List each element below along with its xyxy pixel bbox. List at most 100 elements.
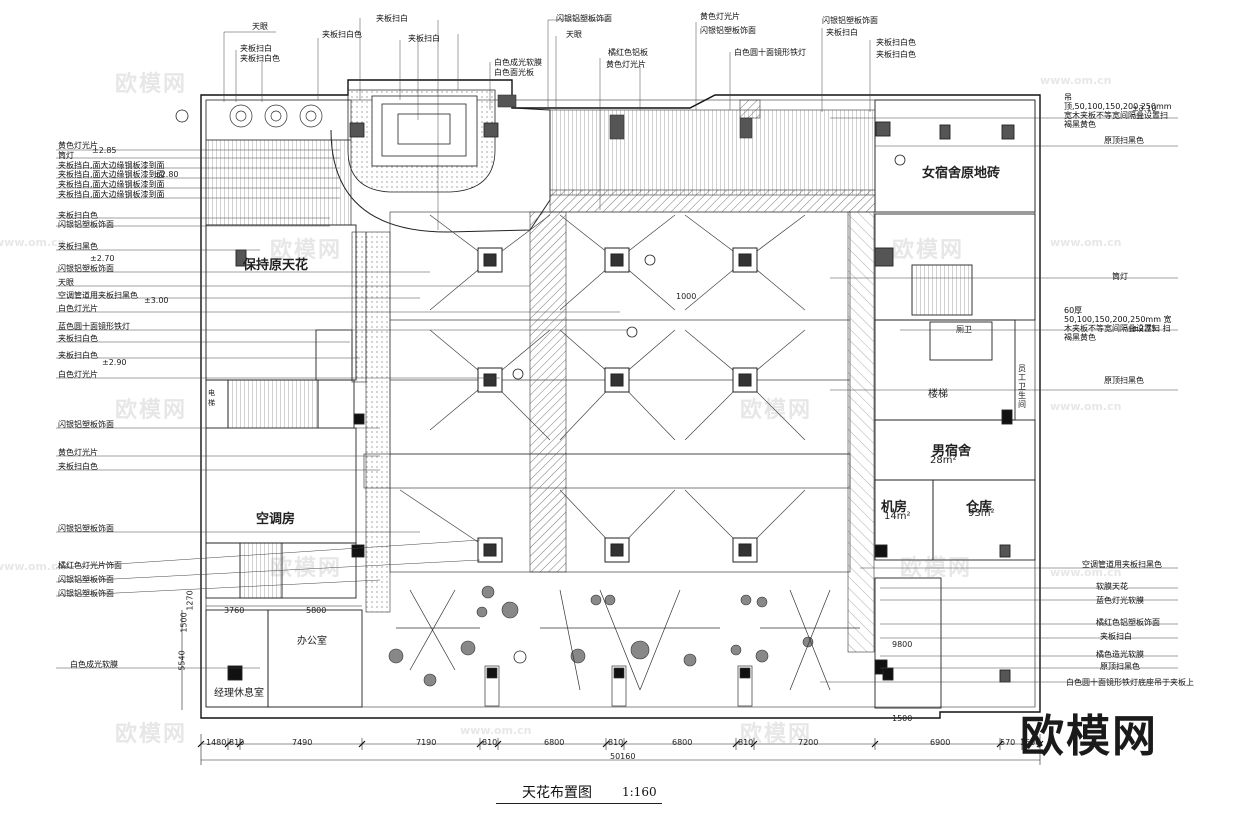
tick-marks xyxy=(197,740,1044,748)
annotation-left: 闪银铝塑板饰面 xyxy=(58,420,114,429)
annotation-left: 闪银铝塑板饰面 xyxy=(58,264,114,273)
watermark-url: www.om.cn xyxy=(1050,236,1122,249)
elevation-mark: ±2.80 xyxy=(154,170,179,179)
elevation-mark: ±2.75 xyxy=(1132,324,1157,333)
watermark: 欧模网 xyxy=(892,238,965,263)
dimension-label: 810 xyxy=(229,738,245,747)
annotation-top: 闪银铝塑板饰面 xyxy=(700,26,756,35)
annotation-right: 橘色造光软膜 xyxy=(1096,650,1144,659)
annotation-top: 夹板扫白色 xyxy=(876,50,916,59)
annotation-top: 夹板扫白色 xyxy=(240,54,280,63)
annotation-top: 夹板扫白 xyxy=(826,28,858,37)
dimension-label: 810 xyxy=(738,738,754,747)
dimension-label: 6800 xyxy=(672,738,693,747)
dimension-label: 7490 xyxy=(292,738,313,747)
watermark-url: www.om.cn xyxy=(460,724,532,737)
right-wing xyxy=(874,99,1036,709)
dimension-label: 5800 xyxy=(306,606,327,615)
watermark: 欧模网 xyxy=(270,556,343,581)
annotation-top: 白色面光板 xyxy=(494,68,534,77)
annotation-right: 夹板扫白 xyxy=(1100,632,1132,641)
annotation-left: 筒灯 xyxy=(58,151,74,160)
annotation-left: 天眼 xyxy=(58,278,74,287)
elevation-mark: ±2.85 xyxy=(92,146,117,155)
annotation-right: 60厚50,100,150,200,250mm 宽木夹板不等宽间隔叠设置扫 扫褐… xyxy=(1064,306,1172,342)
watermark: 欧模网 xyxy=(270,238,343,263)
annotation-right: 原顶扫黑色 xyxy=(1104,136,1144,145)
annotation-top: 黄色灯光片 xyxy=(606,60,646,69)
annotation-left: 夹板扫白色 xyxy=(58,334,98,343)
annotation-left: 夹板扫白色 xyxy=(58,211,98,220)
lobby-rays xyxy=(396,589,860,707)
total-dimension: 50160 xyxy=(610,752,636,761)
annotation-top: 夹板扫白色 xyxy=(322,30,362,39)
watermark: 欧模网 xyxy=(115,722,188,747)
reception-curved-ceiling xyxy=(330,89,551,233)
annotation-right: 白色圆十面镜形铁灯底座吊于夹板上 xyxy=(1066,678,1194,687)
title-underline xyxy=(496,803,662,804)
annotation-top: 天眼 xyxy=(566,30,582,39)
annotation-top: 黄色灯光片 xyxy=(700,12,740,21)
annotation-top: 白色成光软膜 xyxy=(494,58,542,67)
annotation-left: 闪银铝塑板饰面 xyxy=(58,220,114,229)
annotation-left: 白色灯光片 xyxy=(58,370,98,379)
annotation-left: 夹板扫白色 xyxy=(58,462,98,471)
room-area: 28m² xyxy=(930,455,957,466)
brand-logo: 欧模网 xyxy=(1020,711,1158,762)
annotation-left: 闪银铝塑板饰面 xyxy=(58,524,114,533)
annotation-left: 夹板扫白色 xyxy=(58,351,98,360)
room-label: 办公室 xyxy=(297,636,327,647)
annotation-left: 夹板挡白,面大边缘钢板漆到面 xyxy=(58,161,165,170)
watermark-url: www.om.cn xyxy=(0,560,66,573)
annotation-left: 夹板挡白,面大边缘钢板漆到面 xyxy=(58,190,165,199)
room-label: 电梯 xyxy=(208,389,215,407)
dimension-label: 7190 xyxy=(416,738,437,747)
annotation-right: 空调管道用夹板扫黑色 xyxy=(1082,560,1162,569)
room-label: 男宿舍 xyxy=(932,444,972,459)
watermark: 欧模网 xyxy=(900,556,973,581)
annotation-right: 原顶扫黑色 xyxy=(1100,662,1140,671)
square-lights xyxy=(477,247,758,563)
dimension-label: 1480 xyxy=(206,738,227,747)
annotation-left: 橘红色灯光片饰面 xyxy=(58,561,122,570)
annotation-top: 橘红色铝板 xyxy=(608,48,648,57)
top-corridor-slats xyxy=(497,94,876,213)
dimension-label: 1270 xyxy=(185,590,195,611)
annotation-right: 原顶扫黑色 xyxy=(1104,376,1144,385)
elevation-mark: ±2.70 xyxy=(90,254,115,263)
axis-markers xyxy=(175,109,906,664)
annotation-right: 软膜天花 xyxy=(1096,582,1128,591)
annotation-left: 空调管道用夹板扫黑色 xyxy=(58,291,138,300)
dimension-label: 1500 xyxy=(179,612,189,633)
watermark: 欧模网 xyxy=(740,398,813,423)
drawing-title: 天花布置图 xyxy=(522,785,592,801)
annotation-top: 夹板扫白 xyxy=(408,34,440,43)
watermark: 欧模网 xyxy=(115,72,188,97)
room-area: 14m² xyxy=(884,511,911,522)
annotation-left: 闪银铝塑板饰面 xyxy=(58,589,114,598)
room-label: 女宿舍原地砖 xyxy=(922,166,1001,181)
room-label: 员工卫生间 xyxy=(1018,364,1026,409)
leader-lines-top xyxy=(223,18,871,230)
annotation-left: 白色灯光片 xyxy=(58,304,98,313)
dimension-label: 810 xyxy=(482,738,498,747)
annotation-right: 蓝色灯光软膜 xyxy=(1096,596,1144,605)
elevation-mark: ±3.10 xyxy=(1132,104,1157,113)
dimension-label: 570 xyxy=(1000,738,1016,747)
dimension-label: 810 xyxy=(608,738,624,747)
annotation-top: 夹板扫白 xyxy=(240,44,272,53)
dimension-label: 3760 xyxy=(224,606,245,615)
dimension-label: 1600 xyxy=(1020,738,1041,747)
elevation-mark: ±2.90 xyxy=(102,358,127,367)
annotation-left: 黄色灯光片 xyxy=(58,141,98,150)
dimension-label: 9800 xyxy=(892,640,913,649)
annotation-left: 夹板挡白,面大边缘钢板漆到面 xyxy=(58,170,165,179)
watermark-url: www.om.cn xyxy=(1050,566,1122,579)
dimension-label: 6800 xyxy=(544,738,565,747)
room-label: 楼梯 xyxy=(928,389,948,400)
watermark-url: www.om.cn xyxy=(0,236,66,249)
annotation-left: 闪银铝塑板饰面 xyxy=(58,575,114,584)
lobby-lights xyxy=(388,585,814,687)
watermark-url: www.om.cn xyxy=(1050,400,1122,413)
